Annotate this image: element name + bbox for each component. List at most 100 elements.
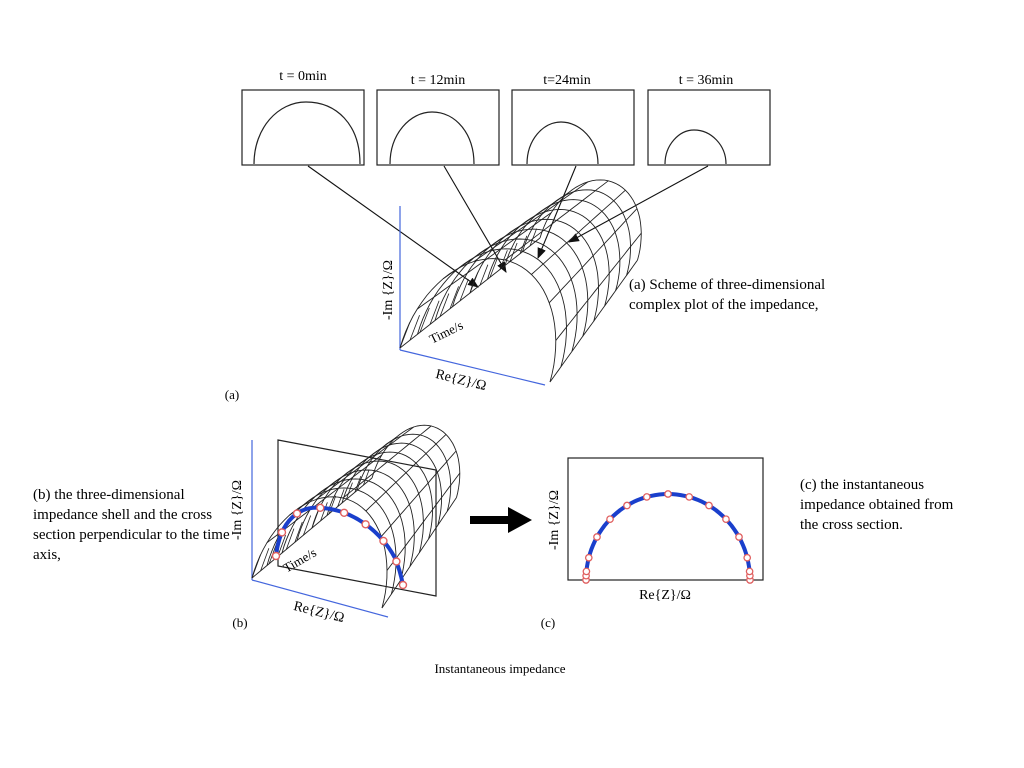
transform-arrow xyxy=(470,507,532,533)
mesh-time-line xyxy=(548,208,638,304)
impedance-marker xyxy=(582,567,591,576)
snapshot-box-12 xyxy=(376,89,500,166)
mesh-time-line xyxy=(289,436,397,516)
y-axis-label-a: -Im {Z}/Ω xyxy=(381,260,396,320)
impedance-marker xyxy=(606,515,614,524)
cross-section-marker xyxy=(292,509,302,518)
impedance-marker xyxy=(642,493,651,501)
x-axis-label-a: Re{Z}/Ω xyxy=(434,367,488,394)
time-axis-label-a: Time/s xyxy=(427,317,466,346)
mesh-hatch xyxy=(409,315,420,341)
mesh-hatch xyxy=(311,508,320,529)
time-label-24: t=24min xyxy=(543,73,591,88)
impedance-marker xyxy=(685,493,694,501)
mesh-profile-line xyxy=(399,258,557,383)
cross-section-marker xyxy=(392,557,401,566)
mesh-hatch xyxy=(277,535,286,557)
wireframe-mesh-a xyxy=(399,179,642,383)
mesh-time-line xyxy=(365,434,447,512)
impedance-marker xyxy=(664,490,672,498)
wireframe-mesh-b xyxy=(251,424,461,609)
impedance-marker xyxy=(722,515,730,524)
mesh-hatch xyxy=(303,515,312,536)
impedance-markers xyxy=(582,490,754,584)
x-axis-b xyxy=(251,579,389,618)
panel-label-a: (a) xyxy=(225,387,239,402)
mesh-hatch xyxy=(337,489,345,507)
caption-b: (b) the three-dimensional impedance shel… xyxy=(33,487,230,563)
impedance-marker xyxy=(705,501,713,510)
mesh-time-line xyxy=(342,425,432,499)
cross-section-marker xyxy=(339,508,349,517)
mesh-hatch xyxy=(260,548,270,571)
cross-section-marker xyxy=(361,520,370,529)
mesh-hatch xyxy=(529,228,537,247)
semicircle-0 xyxy=(253,101,361,165)
arrow-24 xyxy=(537,165,577,260)
semicircle-12 xyxy=(389,111,475,165)
x-axis-a xyxy=(399,349,546,386)
mesh-time-line xyxy=(531,189,626,275)
mesh-time-line xyxy=(416,212,552,310)
impedance-marker xyxy=(623,501,631,510)
mesh-profile-line xyxy=(251,496,388,609)
time-snapshot-boxes: t = 0min t = 12min t=24min t = 36min xyxy=(241,69,771,166)
cross-section-marker xyxy=(277,528,287,537)
caption-c: (c) the instantaneous impedance obtained… xyxy=(800,477,954,533)
impedance-semicircle xyxy=(584,491,752,581)
time-label-12: t = 12min xyxy=(411,73,466,88)
caption-a: (a) Scheme of three-dimensional complex … xyxy=(629,275,889,315)
mesh-hatch xyxy=(519,235,528,254)
mesh-time-line xyxy=(473,181,589,262)
mesh-time-line xyxy=(549,259,638,383)
mesh-hatch xyxy=(469,271,479,294)
y-axis-label-c: -Im {Z}/Ω xyxy=(547,490,562,550)
y-axis-label-b: -Im {Z}/Ω xyxy=(230,480,245,540)
mesh-hatch xyxy=(429,300,440,325)
mesh-hatch xyxy=(439,293,450,317)
arrow-36 xyxy=(568,165,709,243)
time-label-36: t = 36min xyxy=(679,73,734,88)
connector-arrows xyxy=(307,165,709,288)
snapshot-box-24 xyxy=(511,89,635,166)
cross-section-plane xyxy=(277,439,437,597)
arrow-0 xyxy=(307,165,479,288)
impedance-marker xyxy=(735,533,743,541)
snapshot-box-0 xyxy=(241,89,365,166)
time-label-0: t = 0min xyxy=(279,69,327,84)
cross-section-marker xyxy=(398,580,408,590)
mesh-hatch xyxy=(285,528,295,550)
instantaneous-impedance-plot: -Im {Z}/Ω Re{Z}/Ω (c) xyxy=(541,457,764,630)
impedance-surface-b: -Im {Z}/Ω Time/s Re{Z}/Ω (b) xyxy=(230,424,461,630)
mesh-time-line xyxy=(315,426,414,500)
mesh-hatch xyxy=(251,554,261,579)
transform-arrow-head xyxy=(508,507,532,533)
mesh-time-line xyxy=(386,472,461,571)
cross-section-curve xyxy=(274,505,405,586)
semicircle-36 xyxy=(664,129,727,165)
caption-a-line2: complex plot of the impedance, xyxy=(629,297,819,313)
x-axis-label-c: Re{Z}/Ω xyxy=(639,588,691,603)
mesh-hatch xyxy=(320,502,328,521)
mesh-time-line xyxy=(381,497,457,609)
mesh-hatch xyxy=(419,307,430,333)
impedance-marker xyxy=(743,553,752,562)
snapshot-box-36 xyxy=(647,89,771,166)
mesh-time-line xyxy=(504,180,609,261)
cross-section-marker xyxy=(379,536,388,546)
figure-title: Instantaneous impedance xyxy=(434,661,566,676)
panel-label-c: (c) xyxy=(541,615,555,630)
plot-frame-c xyxy=(567,457,764,581)
arrow-12 xyxy=(443,165,507,273)
mesh-hatch xyxy=(509,242,518,262)
mesh-hatch xyxy=(449,286,459,309)
mesh-hatch xyxy=(399,322,411,349)
cross-section-marker xyxy=(271,551,281,561)
mesh-hatch xyxy=(354,475,362,493)
impedance-marker xyxy=(584,553,593,562)
panel-label-b: (b) xyxy=(232,615,247,630)
semicircle-24 xyxy=(526,121,599,165)
mesh-time-line xyxy=(380,450,457,537)
impedance-marker xyxy=(593,533,601,541)
